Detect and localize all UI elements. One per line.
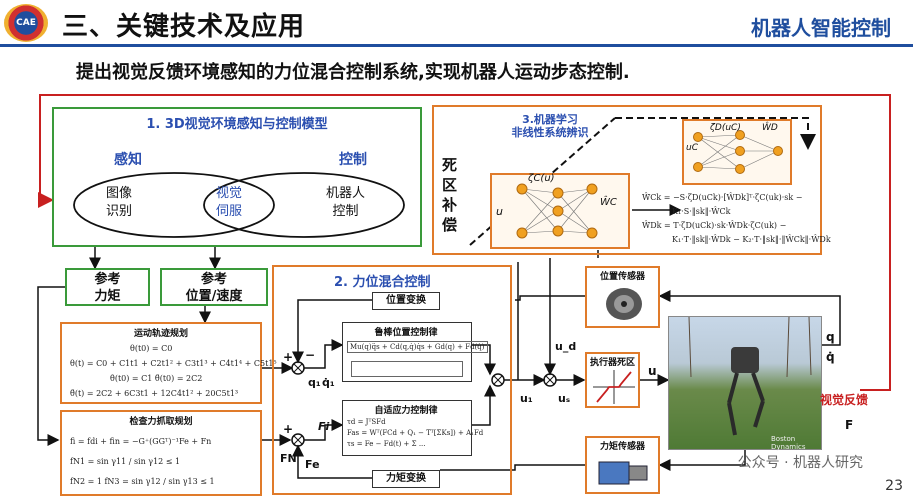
trajectory-title: 运动轨迹规划: [133, 329, 188, 339]
adaptive-law-title: 自适应力控制律: [374, 406, 438, 416]
q1-signal-label: q₁: [308, 376, 321, 389]
photo-caption: Boston Dynamics: [771, 435, 806, 451]
ml-box-title: 3.机器学习非线性系统辨识: [511, 113, 589, 139]
robot-control-label: 机器人控制: [326, 186, 366, 219]
venn-diagram: [73, 172, 405, 238]
slide-title: 三、关键技术及应用: [62, 12, 306, 42]
perception-control-model-box: 1. 3D视觉环境感知与控制模型 感知 控制 图像识别 视觉伺服 机器人控制: [52, 107, 422, 247]
robot-photo: Boston Dynamics: [668, 316, 822, 451]
perception-label: 感知: [114, 152, 142, 168]
u1-signal-label: u₁: [520, 392, 533, 405]
nn-zeta-c-label: ζC(u): [528, 173, 555, 184]
actuator-deadzone-label: 执行器死区: [589, 358, 635, 368]
left-nn-graph: [516, 183, 598, 239]
sum1-minus-sign: −: [305, 348, 316, 362]
us-signal-label: uₛ: [558, 392, 571, 405]
nn-wc-label: ŴC: [600, 197, 617, 208]
visual-feedback-loop: [38, 94, 891, 391]
left-neural-network: u ζC(u) ŴC: [490, 173, 630, 249]
perception-box-title: 1. 3D视觉环境感知与控制模型: [146, 117, 328, 132]
control-label: 控制: [339, 152, 367, 168]
encoder-icon: [606, 288, 642, 320]
image-recognition-label: 图像识别: [106, 186, 133, 219]
organization-logo: CAE: [4, 4, 48, 42]
torque-transform-block: 力矩变换: [372, 470, 440, 488]
position-sensor-block: 位置传感器: [585, 266, 660, 328]
nn-wd-label: ŴD: [762, 123, 778, 133]
sum2-plus-sign: +: [283, 422, 294, 436]
machine-learning-box: 3.机器学习非线性系统辨识 死区补偿 u ζC(u) ŴC: [432, 105, 831, 255]
position-sensor-label: 位置传感器: [599, 272, 645, 282]
reference-torque-box: 参考力矩: [65, 268, 150, 306]
right-nn-graph: [693, 130, 783, 174]
q-signal-label: q: [826, 330, 835, 344]
visual-feedback-label: 视觉反馈: [820, 393, 869, 407]
adaptive-force-law-block: 自适应力控制律 τd = JᵀSFd Fas = Wᵀ(FCd + Q₁ − T…: [342, 400, 483, 456]
actuator-deadzone-block: 执行器死区: [585, 352, 640, 408]
grasp-title: 检查力抓取规划: [129, 417, 193, 427]
position-transform-block: 位置变换: [372, 292, 440, 310]
qdot-signal-label: q̇: [826, 350, 835, 364]
fn-signal-label: FN: [280, 452, 297, 465]
grasp-force-box: 检查力抓取规划 fi = fdi + fin = −G⁺(GGᵀ)⁻¹Fe + …: [60, 410, 262, 496]
nn-input-label: u: [496, 205, 503, 218]
reference-position-velocity-box: 参考位置/速度: [160, 268, 268, 306]
hybrid-control-box: 2. 力位混合控制: [272, 265, 512, 495]
right-neural-network: ζD(uC) uC ŴD: [682, 119, 792, 185]
watermark: 公众号 · 机器人研究: [737, 455, 863, 471]
robust-law-title: 鲁棒位置控制律: [374, 328, 438, 338]
torque-sensor-icon: [598, 461, 648, 485]
deadzone-curve-icon: [593, 370, 635, 404]
nn-uc-label: uC: [686, 143, 698, 153]
page-number: 23: [885, 478, 903, 494]
q1dot-signal-label: q̇₁: [322, 376, 335, 389]
motion-trajectory-box: 运动轨迹规划 θ(t0) = C0 θ(t) = C0 + C1t1 + C2t…: [60, 322, 277, 404]
robust-position-law-block: 鲁棒位置控制律 Mu(q)q̈s + Cd(q,q̇)q̇s + Gd(q) +…: [342, 322, 488, 382]
torque-sensor-block: 力矩传感器: [585, 436, 660, 494]
robust-law-inner-block: [351, 361, 463, 377]
slide-subtitle: 提出视觉反馈环境感知的力位混合控制系统,实现机器人运动步态控制.: [76, 62, 630, 83]
hybrid-control-title: 2. 力位混合控制: [334, 275, 431, 290]
ud-signal-label: u_d: [555, 340, 577, 353]
robot-figure: [688, 317, 812, 436]
f-signal-label: F: [845, 418, 854, 432]
ml-update-equations: Ŵ̇Ck = −S·ζD(uCk)·[ŴDk]ᵀ·ζC(uk)·sk − K₁·…: [642, 193, 831, 244]
nn-zeta-d-label: ζD(uC): [710, 123, 741, 133]
adaptive-law-equations: τd = JᵀSFd Fas = Wᵀ(FCd + Q₁ − Tᵀ[ΣKs]) …: [347, 418, 484, 448]
deadzone-compensation-label: 死区补偿: [442, 156, 458, 234]
fi-signal-label: Fi: [318, 420, 330, 433]
sum1-plus-sign: +: [283, 350, 294, 364]
u-signal-label: u: [648, 364, 657, 378]
trajectory-equations: θ(t0) = C0 θ(t) = C0 + C1t1 + C2t1² + C3…: [70, 344, 277, 398]
section-title: 机器人智能控制: [751, 16, 891, 40]
torque-sensor-label: 力矩传感器: [599, 442, 645, 452]
robust-law-equation: Mu(q)q̈s + Cd(q,q̇)q̇s + Gd(q) + Fd(q̇): [347, 341, 488, 353]
grasp-equations: fi = fdi + fin = −G⁺(GGᵀ)⁻¹Fe + Fn fN1 =…: [70, 437, 215, 486]
visual-servo-label: 视觉伺服: [216, 186, 243, 219]
fe-signal-label: Fe: [305, 458, 320, 471]
header-divider: [0, 44, 913, 47]
